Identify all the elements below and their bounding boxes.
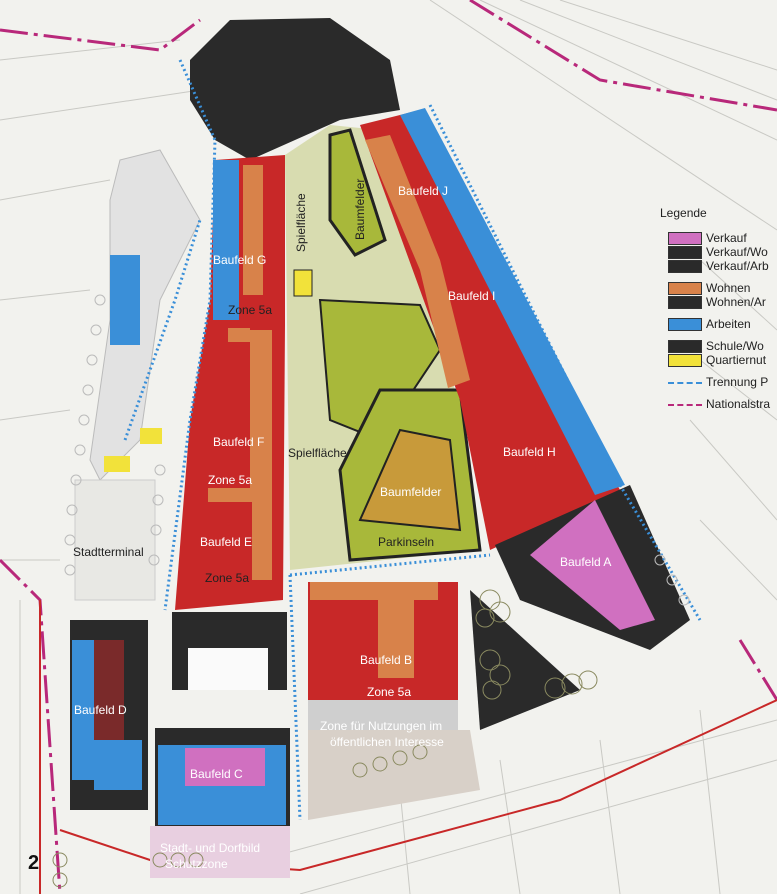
baufeld-f-wohnen (250, 330, 272, 500)
quartier-icon (293, 269, 313, 297)
tree-area (470, 590, 580, 730)
label-parkinseln: Parkinseln (378, 535, 434, 549)
label-stadtterminal: Stadtterminal (73, 545, 144, 559)
top-black-block (190, 18, 400, 160)
legend-item-wohnen: Wohnen (660, 282, 777, 295)
label-zone-5a-1: Zone 5a (228, 303, 272, 317)
baufeld-e-wohnen (208, 488, 268, 502)
map-legend: Legende Verkauf Verkauf/Wo Verkauf/Arb W… (660, 206, 777, 412)
baufeld-c-verkauf (185, 748, 265, 786)
legend-label: Wohnen/Ar (706, 295, 766, 309)
legend-item-verkauf-arbeiten: Verkauf/Arb (660, 260, 777, 273)
legend-label: Arbeiten (706, 317, 751, 331)
legend-line (668, 398, 702, 411)
legend-label: Verkauf/Wo (706, 245, 768, 259)
label-baumfelder-2: Baumfelder (380, 485, 441, 499)
label-zone-5a-4: Zone 5a (367, 685, 411, 699)
legend-swatch (668, 260, 702, 273)
legend-label: Verkauf (706, 231, 747, 245)
label-spielflaeche-1: Spielfläche (294, 193, 308, 252)
label-zone-5a-2: Zone 5a (208, 473, 252, 487)
legend-label: Wohnen (706, 281, 751, 295)
figure-number: 2 (28, 852, 40, 874)
label-zone-nutzungen-2: öffentlichen Interesse (330, 735, 444, 749)
legend-swatch (668, 282, 702, 295)
legend-swatch (668, 340, 702, 353)
label-zone-5a-3: Zone 5a (205, 571, 249, 585)
stadtterminal-arbeiten-block (110, 255, 140, 345)
legend-label: Quartiernut (706, 353, 767, 367)
label-baufeld-g: Baufeld G (213, 253, 266, 267)
baufeld-jih-wohnen (365, 135, 470, 388)
legend-swatch (668, 232, 702, 245)
label-spielflaeche-2: Spielfläche (288, 446, 347, 460)
baufeld-b-zone (308, 700, 458, 730)
legend-item-arbeiten: Arbeiten (660, 318, 777, 331)
baufeld-b-wohnen-3 (396, 598, 414, 678)
legend-swatch (668, 246, 702, 259)
road-line (39, 600, 777, 894)
tree-circles (52, 589, 598, 888)
stadtterminal-parking (74, 479, 156, 601)
label-baufeld-e: Baufeld E (200, 535, 252, 549)
baufeld-d-wohnen (94, 740, 142, 790)
baufeld-a-verkauf (530, 500, 655, 630)
label-baufeld-h: Baufeld H (503, 445, 556, 459)
street-trees (64, 294, 690, 606)
stadtterminal-quartier-block-2 (104, 456, 130, 472)
legend-item-nationalstrasse: Nationalstra (660, 398, 777, 411)
label-schutzzone-2: Schutzzone (165, 857, 228, 871)
schutzzone-area (150, 826, 290, 878)
baufeld-jih-area (360, 110, 620, 550)
legend-label: Schule/Wo (706, 339, 764, 353)
trennung-line (123, 59, 702, 821)
label-schutzzone-1: Stadt- und Dorfbild (160, 841, 260, 855)
baufeld-e-wohnen-2 (252, 500, 272, 580)
legend-title: Legende (660, 206, 707, 220)
legend-swatch (668, 296, 702, 309)
legend-item-trennung: Trennung P (660, 376, 777, 389)
label-baufeld-i: Baufeld I (448, 289, 495, 303)
label-baufeld-c: Baufeld C (190, 767, 243, 781)
label-zone-nutzungen-1: Zone für Nutzungen im (320, 719, 442, 733)
baumfelder-upper (328, 128, 387, 257)
label-baufeld-a: Baufeld A (560, 555, 611, 569)
label-baufeld-d: Baufeld D (74, 703, 127, 717)
baufeld-d-arbeiten (72, 640, 94, 780)
label-baufeld-b: Baufeld B (360, 653, 412, 667)
legend-swatch (668, 318, 702, 331)
baufeld-f-wohnen-2 (228, 328, 250, 342)
legend-item-wohnen-arbeiten: Wohnen/Ar (660, 296, 777, 309)
legend-label: Nationalstra (706, 397, 771, 411)
stadtterminal-quartier-block-1 (140, 428, 162, 444)
baufeld-jih-arbeiten (400, 108, 625, 495)
baufeld-g-arbeiten (213, 160, 239, 320)
baumfelder-ochre (358, 428, 462, 532)
legend-swatch (668, 354, 702, 367)
label-baufeld-f: Baufeld F (213, 435, 264, 449)
legend-item-verkauf: Verkauf (660, 232, 777, 245)
baufeld-g-wohnen (243, 165, 263, 295)
baufeld-b-wohnen-2 (378, 598, 396, 678)
middle-white-block (188, 648, 268, 690)
legend-item-quartiernutzung: Quartiernut (660, 354, 777, 367)
baufeld-b-lower (308, 730, 480, 820)
label-baumfelder-1: Baumfelder (353, 179, 367, 240)
legend-label: Verkauf/Arb (706, 259, 769, 273)
baufeld-b-wohnen (310, 582, 438, 600)
legend-item-schule-wohnen: Schule/Wo (660, 340, 777, 353)
legend-label: Trennung P (706, 375, 769, 389)
label-baufeld-j: Baufeld J (398, 184, 448, 198)
legend-item-verkauf-wohnen: Verkauf/Wo (660, 246, 777, 259)
legend-line (668, 376, 702, 389)
